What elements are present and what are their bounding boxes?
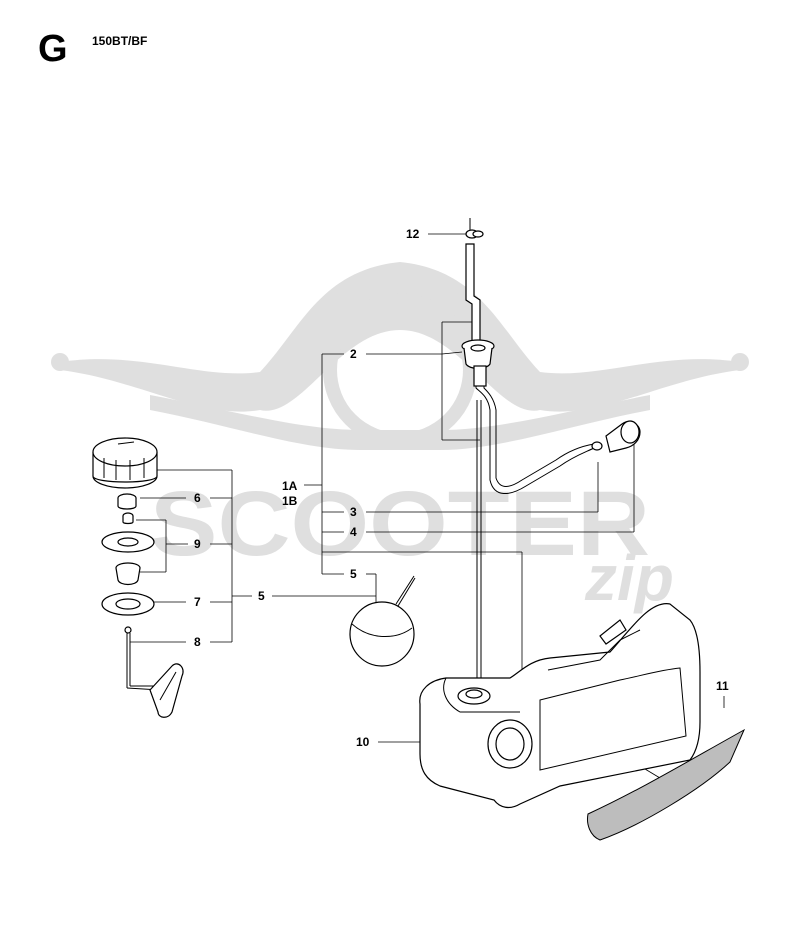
callout-11: 11 — [716, 679, 729, 693]
bushing-part — [117, 493, 137, 510]
callout-5-right: 5 — [350, 567, 357, 581]
watermark: SCOOTER zip — [51, 262, 749, 614]
section-letter: G — [38, 28, 68, 70]
callout-3: 3 — [350, 505, 357, 519]
fuel-filter — [591, 420, 641, 453]
decal-strip — [587, 728, 746, 841]
callout-5-left: 5 — [258, 589, 265, 603]
callout-labels: 12 2 1A 1B 3 4 5 5 6 9 7 8 10 11 — [194, 227, 729, 749]
fuel-hose — [473, 365, 595, 494]
callout-10: 10 — [356, 735, 370, 749]
vent-valve — [349, 575, 416, 667]
clip-part — [465, 218, 484, 239]
tether-strap — [124, 626, 184, 718]
callout-9: 9 — [194, 537, 201, 551]
fuel-cap — [92, 437, 158, 489]
washer-part — [101, 592, 155, 616]
callout-7: 7 — [194, 595, 201, 609]
model-name: 150BT/BF — [92, 34, 148, 48]
fuel-tank — [419, 603, 701, 809]
valve-part — [122, 512, 134, 525]
callout-1a: 1A — [282, 479, 298, 493]
callout-12: 12 — [406, 227, 420, 241]
watermark-text: SCOOTER — [150, 473, 650, 575]
callout-8: 8 — [194, 635, 201, 649]
callout-1b: 1B — [282, 494, 298, 508]
watermark-suffix: zip — [584, 542, 674, 614]
callout-6: 6 — [194, 491, 201, 505]
ring-washer — [101, 531, 155, 553]
leader-lines — [130, 233, 725, 779]
callout-4: 4 — [350, 525, 357, 539]
grommet-part — [461, 339, 495, 370]
valve-body — [115, 562, 141, 586]
callout-2: 2 — [350, 347, 357, 361]
